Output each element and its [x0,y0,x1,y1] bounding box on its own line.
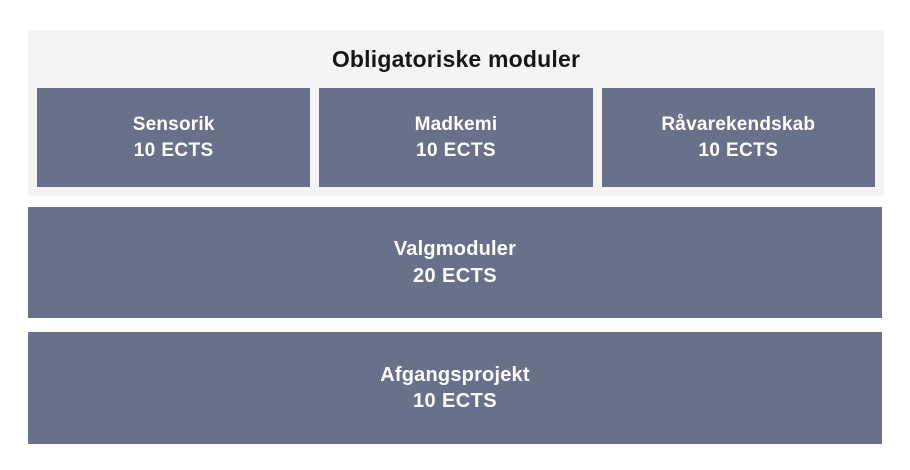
mandatory-modules-group: Obligatoriske moduler Sensorik 10 ECTS M… [28,30,884,196]
module-name: Madkemi [414,114,498,136]
module-ects: 10 ECTS [698,139,779,161]
mandatory-modules-title: Obligatoriske moduler [331,46,581,72]
module-block-raavarekendskab: Råvarekendskab 10 ECTS [601,88,875,187]
module-ects: 10 ECTS [133,139,214,161]
module-block-sensorik: Sensorik 10 ECTS [37,88,311,187]
module-block-madkemi: Madkemi 10 ECTS [319,88,593,187]
module-name: Valgmoduler [393,238,517,261]
module-name: Råvarekendskab [661,114,816,136]
module-block-afgangsprojekt: Afgangsprojekt 10 ECTS [28,332,882,444]
mandatory-modules-row: Sensorik 10 ECTS Madkemi 10 ECTS Råvarek… [37,88,875,187]
module-name: Sensorik [132,114,215,136]
module-ects: 10 ECTS [416,139,496,161]
module-block-valgmoduler: Valgmoduler 20 ECTS [28,207,882,318]
module-name: Afgangsprojekt [380,363,530,386]
module-ects: 10 ECTS [413,390,497,412]
module-ects: 20 ECTS [413,264,497,287]
